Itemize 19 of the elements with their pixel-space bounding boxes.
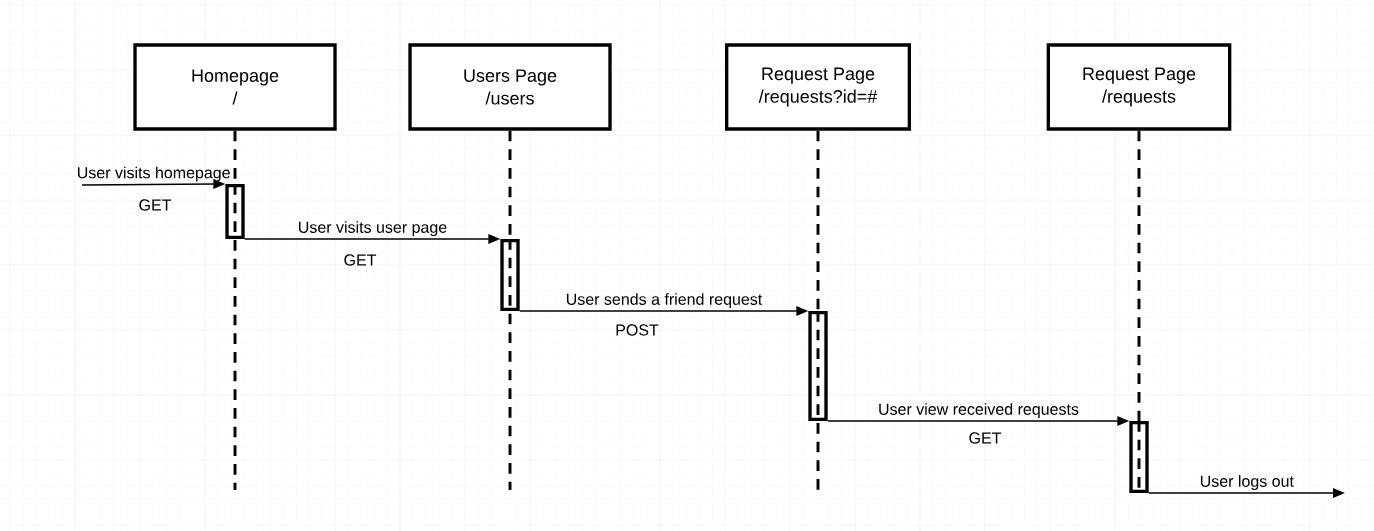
edge-label: User visits homepage [78, 166, 230, 182]
activation-bar [500, 239, 520, 311]
edge-label: User view received requests [879, 403, 1079, 419]
edge-label: User logs out [1200, 475, 1294, 491]
method-label: GET [969, 432, 1002, 444]
lifeline [1137, 130, 1141, 421]
lifeline-header-box: Users Page /users [408, 43, 612, 131]
activation-bar [808, 311, 828, 421]
lifeline-header-box: Homepage / [133, 43, 337, 131]
lifeline-header-box: Request Page /requests?id=# [725, 43, 911, 131]
lifeline-header-box: Request Page /requests [1046, 43, 1232, 131]
method-label: GET [139, 199, 172, 211]
lifeline [816, 130, 820, 311]
edge-label: User visits user page [299, 221, 447, 237]
activation-bar [225, 183, 245, 240]
method-label: POST [616, 324, 659, 336]
activation-bar [1129, 421, 1149, 493]
edge-label: User sends a friend request [566, 293, 763, 309]
method-label: GET [344, 254, 377, 266]
